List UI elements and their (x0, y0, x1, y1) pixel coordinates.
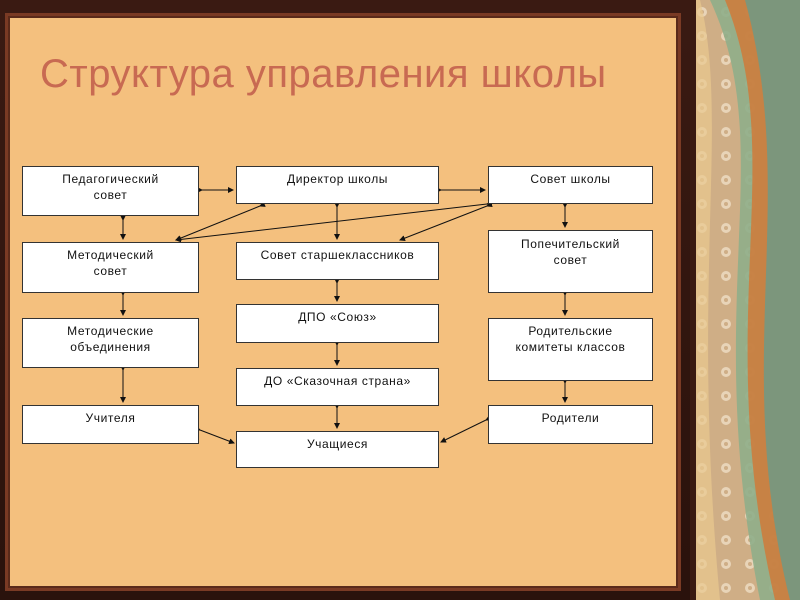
node-metod-sovet: Методический совет (22, 242, 199, 293)
node-uchitelya: Учителя (22, 405, 199, 444)
connector-lines (120, 187, 568, 445)
node-sovet-starsh: Совет старшеклассников (236, 242, 439, 280)
decorative-panel (690, 0, 800, 600)
edge-sovet-starsh (399, 201, 493, 241)
node-metod-obed: Методические объединения (22, 318, 199, 368)
edge-sovet-metod (175, 200, 493, 243)
node-ped-sovet: Педагогический совет (22, 166, 199, 216)
node-sovet-shkoly: Совет школы (488, 166, 653, 204)
node-roditeli: Родители (488, 405, 653, 444)
node-dpo: ДПО «Союз» (236, 304, 439, 343)
edge-roditeli-uchashiesya (440, 415, 492, 443)
edge-uch-uchashiesya (194, 425, 235, 445)
node-rod-komitety: Родительские комитеты классов (488, 318, 653, 381)
slide-title: Структура управления школы (40, 52, 607, 96)
node-popech-sovet: Попечительский совет (488, 230, 653, 293)
node-do-skaz: ДО «Сказочная страна» (236, 368, 439, 406)
node-director: Директор школы (236, 166, 439, 204)
node-uchashiesya: Учащиеся (236, 431, 439, 468)
